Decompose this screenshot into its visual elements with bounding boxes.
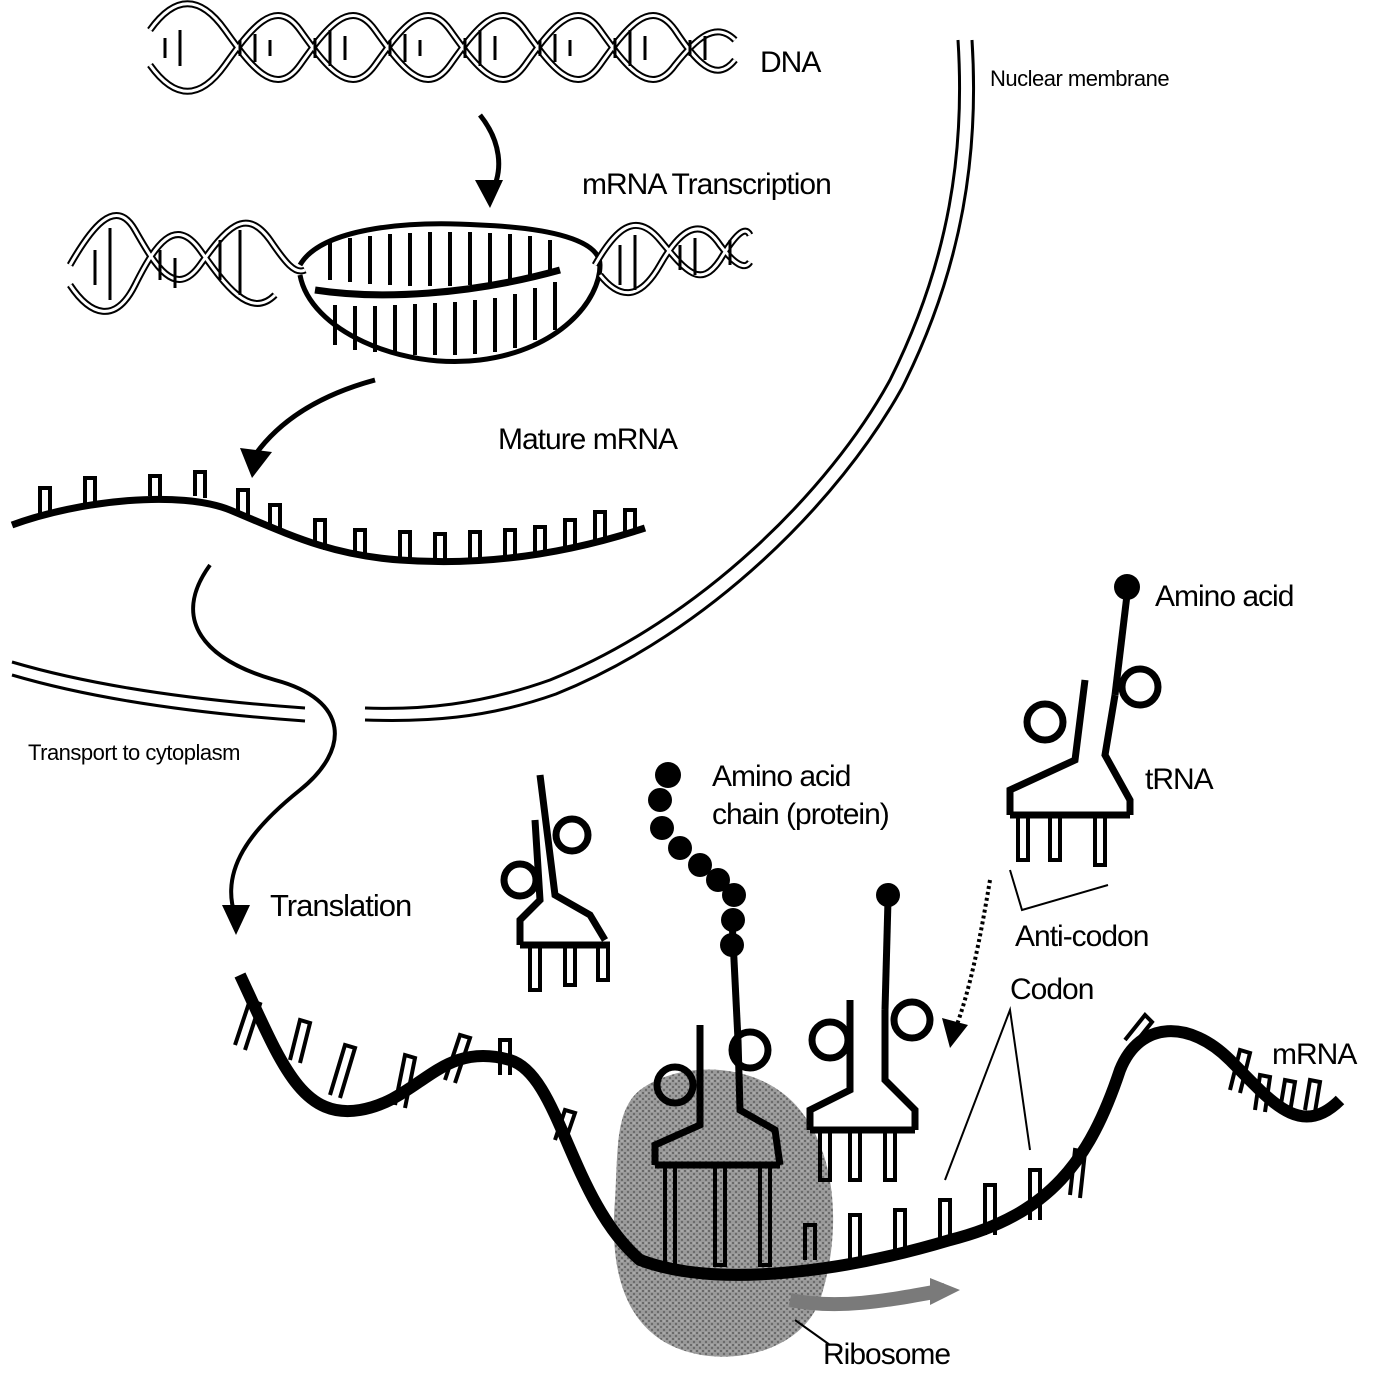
codon-label: Codon (1010, 975, 1093, 1005)
amino-acid-bead (722, 883, 746, 907)
amino-acid-bead (668, 836, 692, 860)
arrow-dna-to-transcription (475, 115, 503, 208)
mature-mrna-strand (12, 472, 645, 562)
amino-chain-label-line1: Amino acid (712, 762, 850, 792)
translation-label: Translation (270, 890, 411, 921)
trna-top-right (1010, 595, 1158, 865)
transcription-bubble (70, 216, 750, 362)
amino-acid-bead (721, 908, 745, 932)
dna-helix (150, 4, 735, 92)
dna-label: DNA (760, 48, 820, 78)
nuclear-membrane-label: Nuclear membrane (990, 68, 1169, 90)
transport-label: Transport to cytoplasm (28, 742, 240, 764)
ribosome-label: Ribosome (823, 1340, 950, 1370)
label-pointers (945, 870, 1108, 1180)
amino-acid-bead (648, 788, 672, 812)
transcription-label: mRNA Transcription (582, 170, 831, 200)
mrna-label: mRNA (1272, 1040, 1356, 1070)
arrow-to-mature-mrna (240, 380, 375, 478)
trna-free-left (504, 775, 610, 990)
anticodon-label: Anti-codon (1015, 922, 1148, 952)
trna-label: tRNA (1145, 765, 1213, 795)
amino-acid-bead (876, 883, 900, 907)
mature-mrna-label: Mature mRNA (498, 425, 677, 455)
amino-acid-bead (720, 933, 744, 957)
amino-chain-label-line2: chain (protein) (712, 800, 889, 830)
trna-center-right (810, 900, 930, 1180)
amino-acid-bead (1114, 574, 1140, 600)
dotted-arrow-trna-approach (942, 880, 990, 1048)
amino-acid-label: Amino acid (1155, 582, 1293, 612)
amino-acid-bead (655, 762, 681, 788)
amino-acid-bead (650, 816, 674, 840)
